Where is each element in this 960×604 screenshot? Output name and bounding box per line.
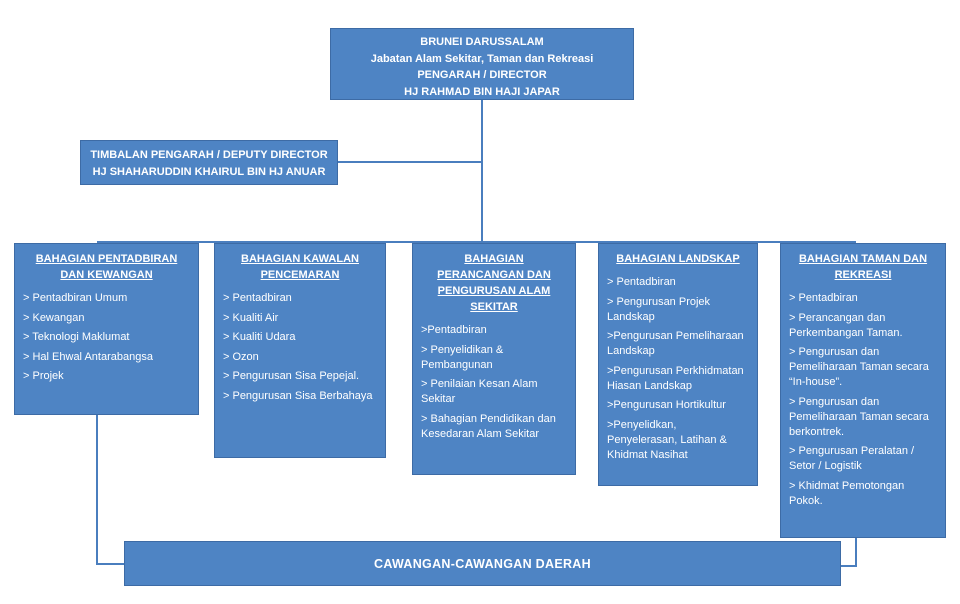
department-item: > Pengurusan Peralatan / Setor / Logisti… [789,445,915,472]
department-item: > Teknologi Maklumat [23,331,130,343]
department-item: > Pentadbiran Umum [23,292,128,304]
department-box-taman-dan-rekreasi: BAHAGIAN TAMAN DAN REKREASI > Pentadbira… [780,243,946,538]
deputy-line: HJ SHAHARUDDIN KHAIRUL BIN HJ ANUAR [92,165,326,178]
deputy-line: TIMBALAN PENGARAH / DEPUTY DIRECTOR [90,149,328,161]
director-line: Jabatan Alam Sekitar, Taman dan Rekreasi [370,52,594,65]
department-item: >Pengurusan Hortikultur [607,399,726,411]
district-branches-label: CAWANGAN-CAWANGAN DAERAH [374,556,591,571]
department-item: > Bahagian Pendidikan dan Kesedaran Alam… [421,412,556,440]
department-title: BAHAGIAN LANDSKAP [616,253,740,265]
department-item: > Pentadbiran [789,292,858,304]
department-box-perancangan-dan-pengurusan-alam-sekitar: BAHAGIAN PERANCANGAN DAN PENGURUSAN ALAM… [412,243,576,475]
district-branches-box: CAWANGAN-CAWANGAN DAERAH [124,541,841,586]
department-item: > Hal Ehwal Antarabangsa [23,350,153,363]
director-line: BRUNEI DARUSSALAM [420,36,544,48]
department-title: BAHAGIAN PERANCANGAN DAN PENGURUSAN ALAM… [437,253,551,313]
department-item: > Pengurusan dan Pemeliharaan Taman seca… [789,395,929,438]
department-title: BAHAGIAN PENTADBIRAN DAN KEWANGAN [35,253,178,281]
department-item: > Khidmat Pemotongan Pokok. [789,479,905,507]
department-item: > Kewangan [23,311,85,324]
department-box-pentadbiran-dan-kewangan: BAHAGIAN PENTADBIRAN DAN KEWANGAN > Pent… [14,243,199,415]
department-item: > Pengurusan Sisa Pepejal. [223,370,360,382]
department-item: > Penyelidikan & Pembangunan [421,343,504,371]
department-title: BAHAGIAN KAWALAN PENCEMARAN [241,253,359,281]
department-item: >Penyelidkan, Penyelerasan, Latihan & Kh… [607,418,727,461]
department-item: > Pentadbiran [223,292,292,304]
department-item: > Pengurusan dan Pemeliharaan Taman seca… [789,346,929,388]
department-item: > Ozon [223,350,259,363]
director-line: PENGARAH / DIRECTOR [417,69,547,81]
connector-left-to-footer [96,414,124,565]
department-item: > Kualiti Air [223,311,279,324]
department-item: > Projek [23,370,64,382]
department-box-landskap: BAHAGIAN LANDSKAP > Pentadbiran > Pengur… [598,243,758,486]
department-item: > Kualiti Udara [223,331,296,343]
director-box: BRUNEI DARUSSALAM Jabatan Alam Sekitar, … [330,28,634,100]
department-item: > Pengurusan Projek Landskap [607,295,711,323]
department-item: >Pengurusan Perkhidmatan Hiasan Landskap [607,364,744,392]
department-item: >Pentadbiran [421,324,487,336]
department-box-kawalan-pencemaran: BAHAGIAN KAWALAN PENCEMARAN > Pentadbira… [214,243,386,458]
deputy-director-box: TIMBALAN PENGARAH / DEPUTY DIRECTOR HJ S… [80,140,338,185]
department-item: >Pengurusan Pemeliharaan Landskap [607,330,744,357]
department-title: BAHAGIAN TAMAN DAN REKREASI [798,253,928,281]
department-item: > Penilaian Kesan Alam Sekitar [421,378,538,405]
department-item: > Perancangan dan Perkembangan Taman. [789,311,903,339]
connector-right-to-footer [841,537,857,567]
department-item: > Pengurusan Sisa Berbahaya [223,389,373,402]
director-line: HJ RAHMAD BIN HAJI JAPAR [404,85,560,98]
department-item: > Pentadbiran [607,276,676,288]
